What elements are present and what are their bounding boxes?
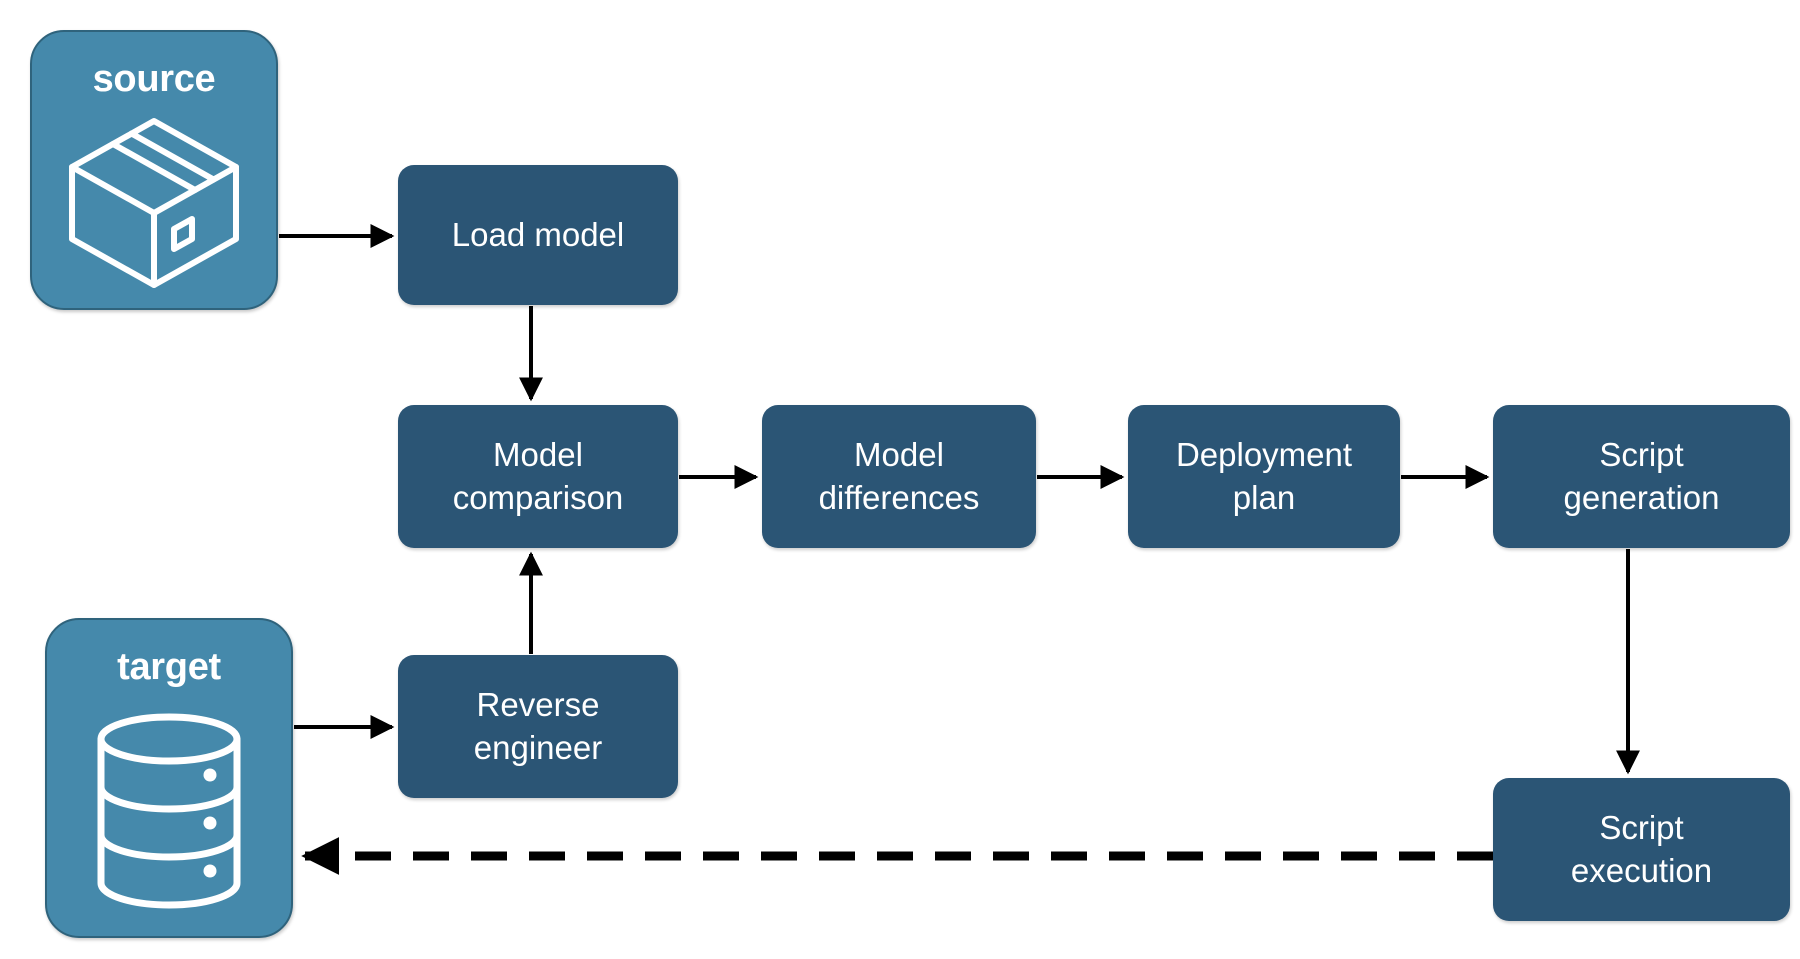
- package-box-icon: [32, 98, 276, 308]
- endpoint-source[interactable]: source: [30, 30, 278, 310]
- endpoint-target-label: target: [117, 646, 221, 688]
- process-load-model-label: Load model: [451, 215, 625, 253]
- process-load-model[interactable]: Load model: [398, 165, 678, 305]
- endpoint-source-label: source: [92, 58, 216, 100]
- database-cylinder-icon: [47, 686, 291, 936]
- endpoint-target[interactable]: target: [45, 618, 293, 938]
